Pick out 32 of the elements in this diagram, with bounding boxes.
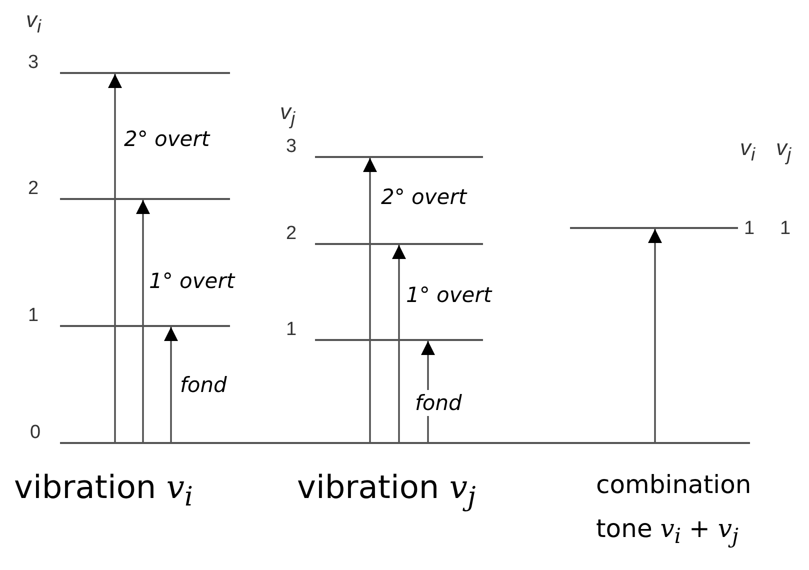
level-number: 1 — [286, 320, 297, 340]
level-number: 1 — [28, 306, 39, 326]
combination-caption: combination — [596, 469, 752, 501]
energy-level-line — [315, 243, 483, 245]
level-axis-label: v$_{j}$ — [280, 100, 296, 130]
level-number: 3 — [286, 137, 297, 157]
energy-level-line — [60, 325, 230, 327]
vibration-caption: vibration v$_{i}$ — [14, 467, 193, 514]
energy-level-line — [60, 72, 230, 74]
combination-caption: tone v$_{i}$ + v$_{j}$ — [596, 513, 739, 550]
level-number: 0 — [30, 423, 41, 443]
transition-arrow — [108, 74, 122, 442]
transition-arrow — [648, 229, 662, 442]
transition-arrow — [136, 200, 150, 442]
transition-arrow — [392, 245, 406, 442]
level-axis-label: v$_{i}$ — [740, 136, 756, 166]
energy-level-line — [315, 339, 483, 341]
energy-level-line — [315, 156, 483, 158]
energy-level-line — [570, 227, 738, 229]
transition-arrow — [363, 158, 377, 442]
level-number: 2 — [286, 224, 297, 244]
level-number: 1 — [744, 219, 755, 239]
ground-level-line — [60, 442, 750, 444]
energy-level-line — [60, 198, 230, 200]
vibration-caption: vibration v$_{j}$ — [297, 467, 476, 514]
level-number: 1 — [780, 219, 791, 239]
level-axis-label: v$_{j}$ — [776, 136, 792, 166]
level-number: 3 — [28, 53, 39, 73]
transition-arrow — [164, 327, 178, 442]
level-number: 2 — [28, 179, 39, 199]
level-axis-label: v$_{i}$ — [26, 8, 42, 38]
edge-label: fond — [413, 390, 464, 416]
